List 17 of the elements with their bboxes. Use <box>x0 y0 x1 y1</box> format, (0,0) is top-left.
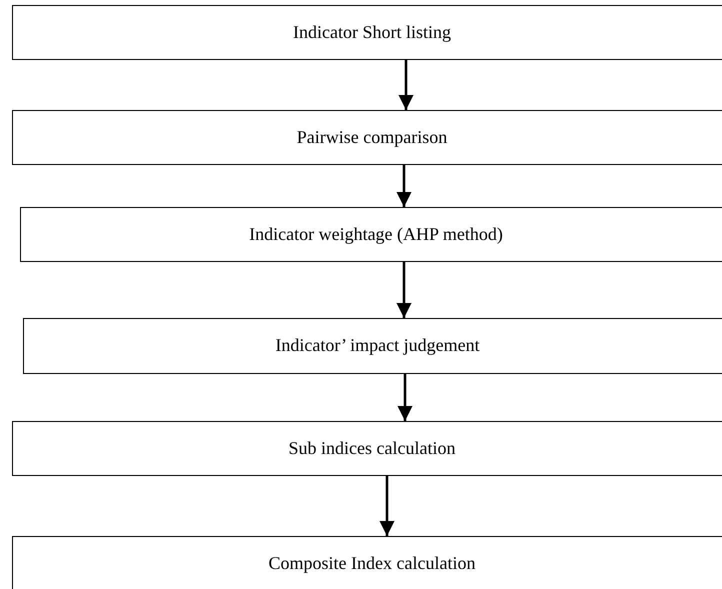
step-label: Indicator Short listing <box>292 22 452 43</box>
process-box <box>23 318 722 374</box>
step-label: Composite Index calculation <box>268 553 476 574</box>
arrow <box>396 165 412 207</box>
step-label: Indicator weightage (AHP method) <box>248 224 504 245</box>
process-box <box>12 421 722 476</box>
process-box <box>12 5 722 60</box>
step-label: Sub indices calculation <box>288 438 456 459</box>
arrow <box>396 262 412 318</box>
step-label: Indicator’ impact judgement <box>274 335 481 356</box>
process-box <box>20 207 722 262</box>
process-box <box>12 110 722 165</box>
arrow <box>398 374 412 421</box>
step-label: Pairwise comparison <box>296 127 448 148</box>
arrow <box>398 60 414 110</box>
arrow <box>380 476 394 536</box>
process-box <box>12 536 722 589</box>
